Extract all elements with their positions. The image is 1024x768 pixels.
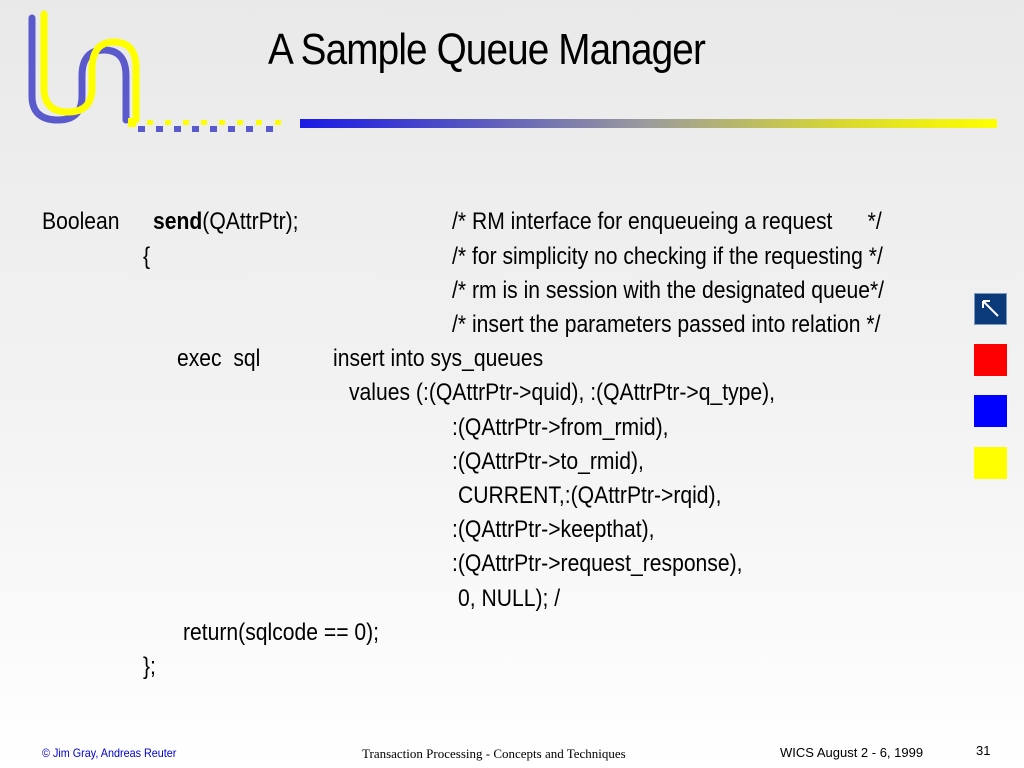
code-line: /* insert the parameters passed into rel… <box>452 311 881 338</box>
footer-author: © Jim Gray, Andreas Reuter <box>42 746 177 760</box>
logo-graphic <box>28 10 281 132</box>
slide-title: A Sample Queue Manager <box>268 25 706 74</box>
code-line: return(sqlcode == 0); <box>183 619 380 646</box>
code-line: send(QAttrPtr); <box>153 208 299 235</box>
code-line: }; <box>143 653 156 680</box>
code-line: { <box>143 243 151 270</box>
code-line: CURRENT,:(QAttrPtr->rqid), <box>458 482 722 509</box>
code-line: exec sql <box>177 345 261 372</box>
nav-blue-button[interactable] <box>974 395 1007 427</box>
nav-red-button[interactable] <box>974 344 1007 376</box>
code-keyword: send <box>153 208 203 235</box>
code-line: /* rm is in session with the designated … <box>452 277 885 304</box>
code-line: :(QAttrPtr->to_rmid), <box>452 448 644 475</box>
code-line: insert into sys_queues <box>333 345 544 372</box>
code-line: /* RM interface for enqueueing a request… <box>452 208 882 235</box>
code-line: Boolean <box>42 208 120 235</box>
title-gradient-bar <box>300 119 997 128</box>
footer-event: WICS August 2 - 6, 1999 <box>780 745 924 760</box>
code-line: :(QAttrPtr->from_rmid), <box>452 414 669 441</box>
diagonal-arrow-icon <box>982 300 999 317</box>
code-line: :(QAttrPtr->keepthat), <box>452 516 655 543</box>
nav-yellow-button[interactable] <box>974 447 1007 479</box>
code-line: values (:(QAttrPtr->quid), :(QAttrPtr->q… <box>349 379 776 406</box>
nav-arrow-button[interactable] <box>974 293 1007 325</box>
code-line: :(QAttrPtr->request_response), <box>452 550 743 577</box>
page-number: 31 <box>976 743 991 758</box>
code-line: 0, NULL); / <box>458 585 561 612</box>
footer-course: Transaction Processing - Concepts and Te… <box>362 746 626 761</box>
code-line: /* for simplicity no checking if the req… <box>452 243 883 270</box>
